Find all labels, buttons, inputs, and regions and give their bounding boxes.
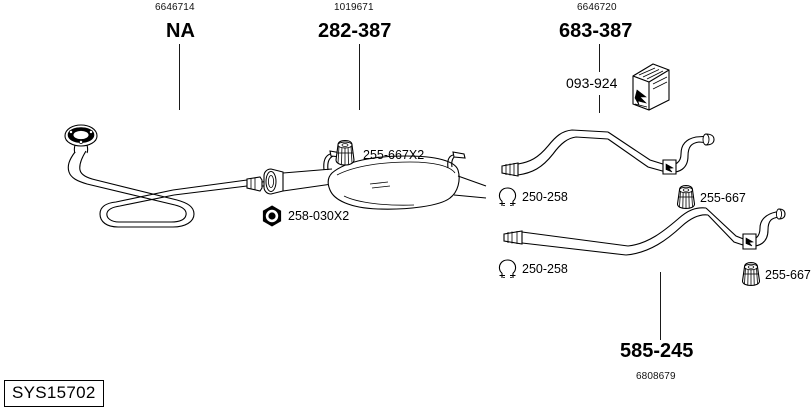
callout-code-front-pipe: NA [166, 20, 195, 42]
callout-code-rear-pipe-lower: 585-245 [620, 340, 694, 362]
leader-line-rear-pipe-lower [660, 272, 661, 340]
callout-part-number-front-pipe: 6646714 [155, 2, 195, 13]
exhaust-hanger-icon-255-667-upper [676, 184, 696, 210]
exhaust-gasket-icon-258-030x2 [261, 205, 283, 227]
callout-code-centre-silencer: 282-387 [318, 20, 392, 42]
system-code-label: SYS15702 [4, 380, 104, 407]
callout-part-number-rear-pipe-upper: 6646720 [577, 2, 617, 13]
rear-pipe-upper-graphic [500, 112, 715, 194]
callout-part-number-centre-silencer: 1019671 [334, 2, 374, 13]
rear-pipe-lower-graphic [500, 196, 786, 281]
leader-line-front-pipe [179, 44, 180, 110]
exhaust-hanger-icon-255-667-lower [741, 261, 761, 287]
label-code-clamp-250-258-upper: 250-258 [522, 190, 568, 204]
exhaust-hanger-icon-255-667x2 [334, 139, 356, 166]
label-code-gasket-258-030x2: 258-030X2 [288, 209, 350, 223]
label-code-hanger-255-667-upper: 255-667 [700, 191, 746, 205]
front-exhaust-pipe-graphic [55, 122, 270, 232]
rubber-mount-icon [627, 60, 675, 112]
label-code-hanger-255-667x2: 255-667X2 [363, 148, 425, 162]
callout-part-number-rear-pipe-lower: 6808679 [636, 371, 676, 382]
system-code-box: SYS15702 [4, 380, 104, 407]
exhaust-clamp-icon-250-258-upper [498, 186, 518, 208]
label-code-hanger-255-667-lower: 255-667 [765, 268, 811, 282]
leader-line-rear-pipe-upper-a [599, 44, 600, 72]
label-code-clamp-250-258-lower: 250-258 [522, 262, 568, 276]
label-code-rubber-mount: 093-924 [566, 75, 618, 91]
callout-code-rear-pipe-upper: 683-387 [559, 20, 633, 42]
leader-line-rear-pipe-upper-b [599, 95, 600, 113]
leader-line-centre-silencer [359, 44, 360, 110]
exhaust-clamp-icon-250-258-lower [498, 258, 518, 280]
